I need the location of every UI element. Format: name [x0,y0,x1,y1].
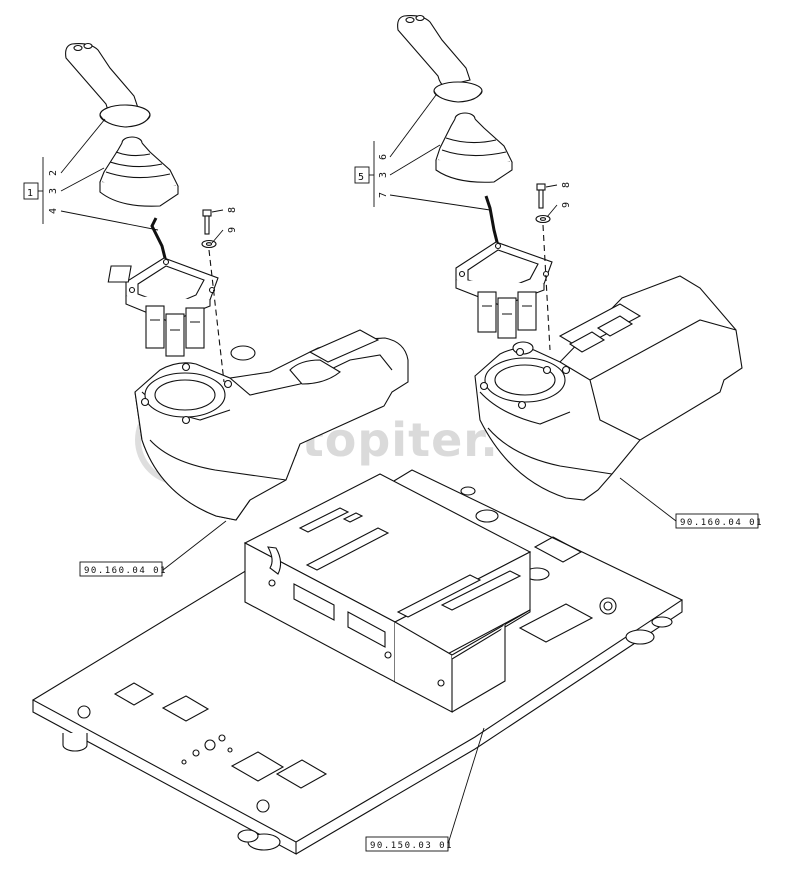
right-bolt-washer [535,183,551,351]
left-callout-8: 8 [227,206,238,213]
right-callout-labels: 5 6 3 7 8 9 [358,153,572,208]
reference-labels: 90.160.04 01 90.160.04 01 90.150.03 01 [79,477,763,852]
platform-feet [62,616,673,851]
right-joystick-handle [397,14,483,103]
left-callout-4: 4 [48,207,59,214]
left-console-ref: 90.160.04 01 [84,566,167,576]
right-callout-9: 9 [561,201,572,208]
left-callout-labels: 1 2 3 4 8 9 [27,169,238,233]
left-callout-2: 2 [48,169,59,176]
platform-ref: 90.150.03 01 [370,841,453,851]
left-console [134,329,409,521]
left-joystick-assembly [65,42,225,383]
right-console [474,275,743,501]
left-rubber-boot [99,136,179,207]
right-group-number: 5 [358,172,365,183]
base-platform [31,469,684,855]
right-callout-3: 3 [378,171,389,178]
right-callout-8: 8 [561,181,572,188]
left-joystick-handle [65,42,151,128]
left-bolt-washer [201,209,225,383]
right-console-ref: 90.160.04 01 [680,518,763,528]
right-joystick-assembly [397,14,553,351]
right-callouts [354,94,558,218]
right-rubber-boot [435,112,513,183]
right-callout-6: 6 [378,153,389,160]
left-callout-9: 9 [227,226,238,233]
left-joystick-base [107,217,219,357]
left-callouts [23,118,224,244]
right-callout-7: 7 [378,191,389,198]
seat-box [243,473,532,713]
left-callout-3: 3 [48,187,59,194]
right-joystick-base [455,195,553,339]
left-group-number: 1 [27,188,34,199]
